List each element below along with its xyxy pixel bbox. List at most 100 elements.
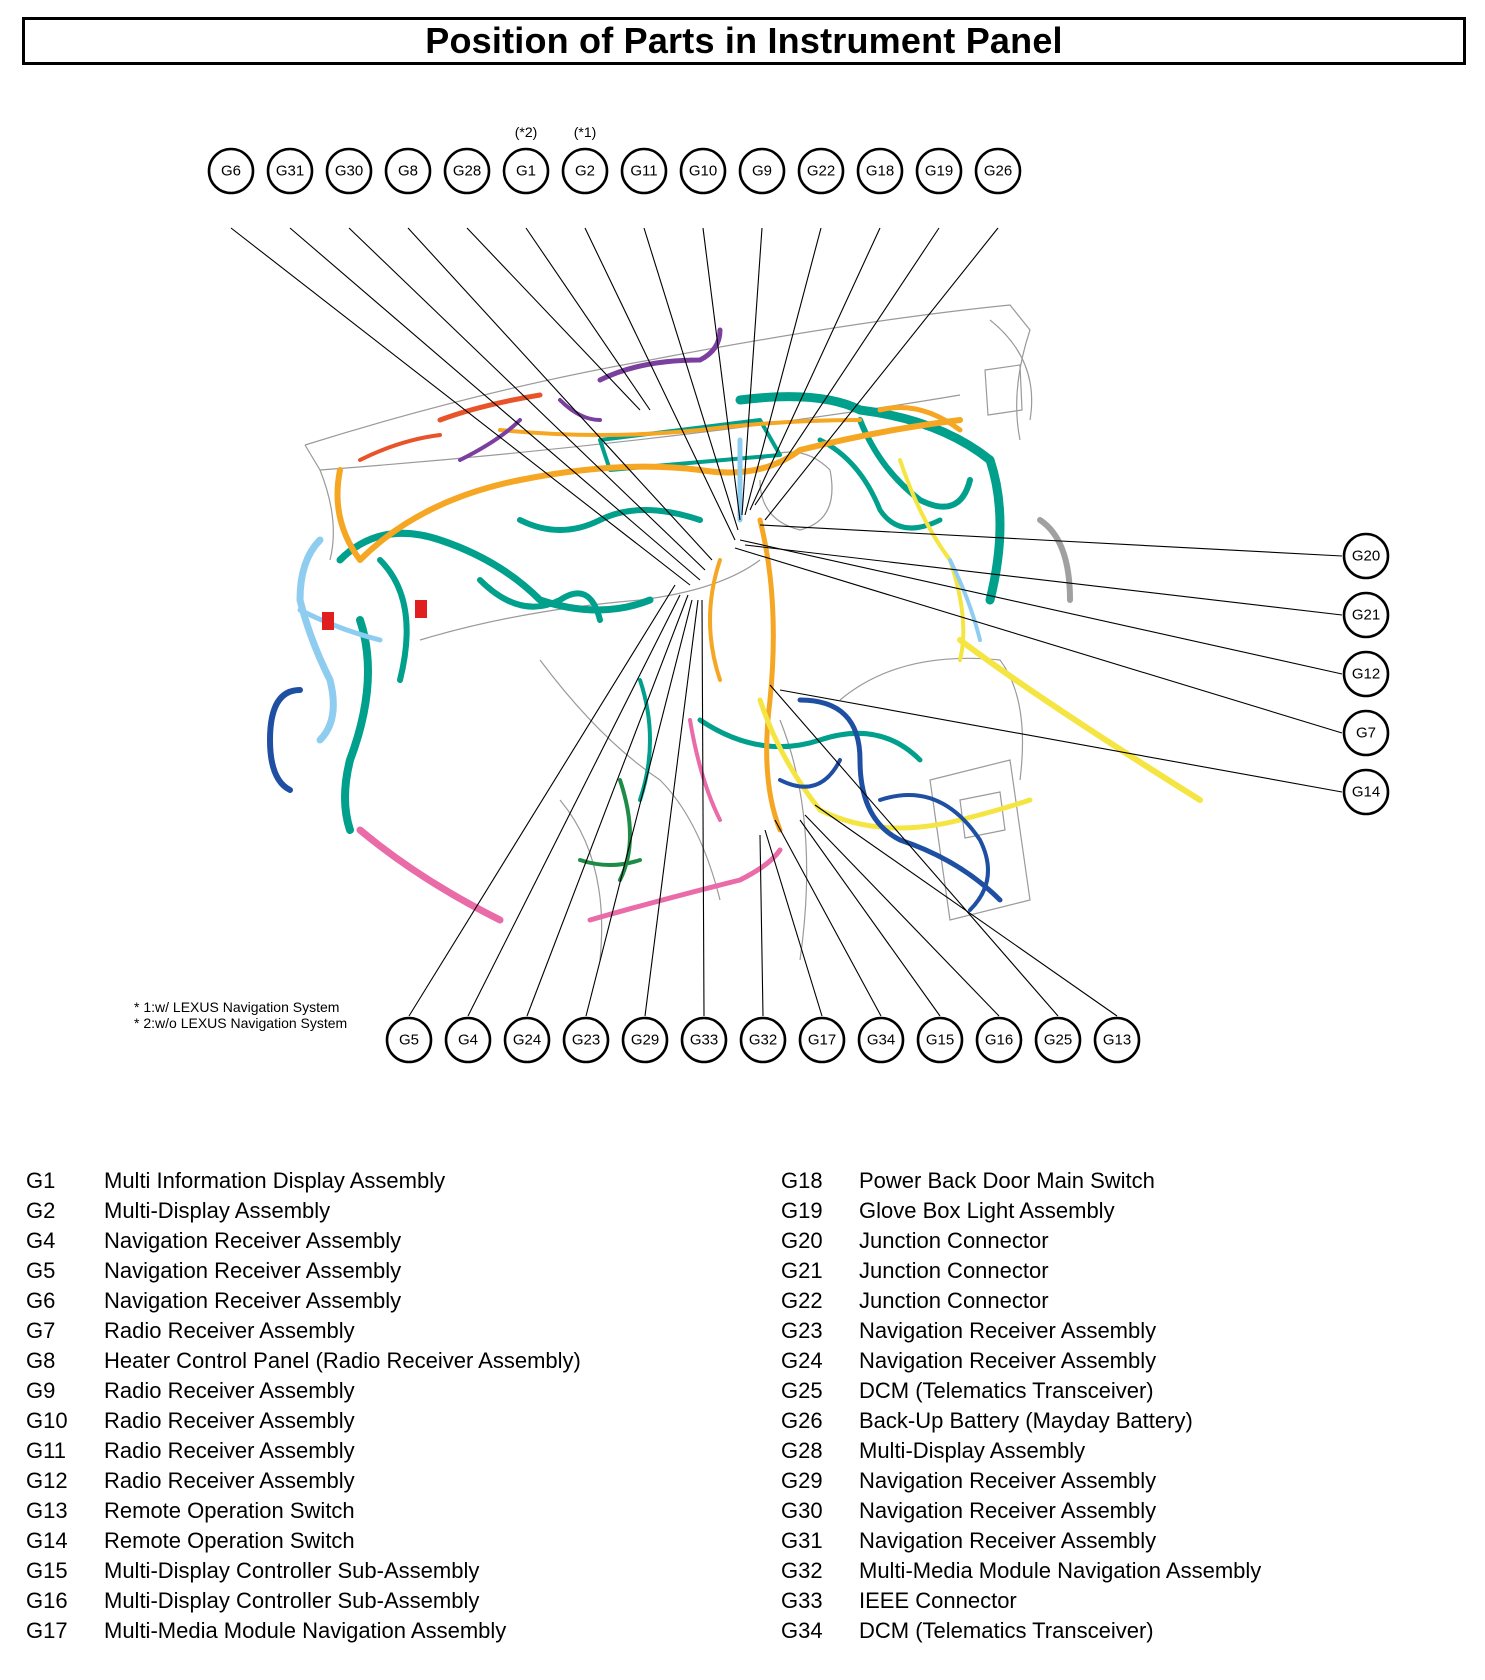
- legend-code: G1: [26, 1168, 56, 1193]
- legend-code: G4: [26, 1228, 56, 1253]
- legend-part-name: Multi-Display Controller Sub-Assembly: [104, 1558, 480, 1583]
- callout-circle: [739, 1016, 787, 1064]
- callout-label: G18: [866, 163, 894, 180]
- legend-row: G1 Multi Information Display Assembly: [26, 1166, 581, 1196]
- legend-part-name: Remote Operation Switch: [104, 1528, 355, 1553]
- leader-line-g23: [585, 599, 693, 1017]
- callout-label: G26: [984, 163, 1012, 180]
- legend-part-name: Multi-Display Controller Sub-Assembly: [104, 1588, 480, 1613]
- callout-label: G28: [453, 163, 481, 180]
- legend-part-name: Navigation Receiver Assembly: [104, 1258, 402, 1283]
- leader-line-g15: [799, 819, 941, 1017]
- footnote: * 1:w/ LEXUS Navigation System: [134, 999, 339, 1015]
- callout-g28: G28: [443, 147, 491, 195]
- leader-line-g16: [804, 814, 1000, 1017]
- callout-g31: G31: [266, 147, 314, 195]
- callout-label: G31: [276, 163, 304, 180]
- callout-label: G15: [926, 1032, 954, 1049]
- callout-g2: G2: [561, 147, 609, 195]
- callout-g4: G4: [444, 1016, 492, 1064]
- callout-g19: G19: [915, 147, 963, 195]
- callout-label: G17: [808, 1032, 836, 1049]
- legend-part-name: Navigation Receiver Assembly: [859, 1468, 1157, 1493]
- callout-label: G21: [1352, 607, 1380, 624]
- legend-code: G33: [781, 1588, 823, 1613]
- legend-part-name: DCM (Telematics Transceiver): [859, 1618, 1154, 1643]
- callout-circle: [1342, 532, 1390, 580]
- legend-code: G30: [781, 1498, 823, 1523]
- callout-g20: G20: [1342, 532, 1390, 580]
- callout-label: G34: [867, 1032, 895, 1049]
- leader-lines: [230, 227, 1343, 1017]
- callout-g11: G11: [620, 147, 668, 195]
- callout-label: G6: [221, 163, 241, 180]
- legend-part-name: Radio Receiver Assembly: [104, 1468, 355, 1493]
- callout-circle: [1342, 650, 1390, 698]
- leader-line-g10: [702, 227, 741, 521]
- legend-part-name: Radio Receiver Assembly: [104, 1408, 355, 1433]
- legend-code: G10: [26, 1408, 68, 1433]
- callout-circle: [266, 147, 314, 195]
- callout-label: G7: [1356, 725, 1376, 742]
- legend-part-name: Radio Receiver Assembly: [104, 1378, 355, 1403]
- legend-code: G20: [781, 1228, 823, 1253]
- callout-label: G14: [1352, 784, 1380, 801]
- callout-g12: G12: [1342, 650, 1390, 698]
- callout-circle: [1342, 591, 1390, 639]
- leader-line-g33: [701, 599, 705, 1017]
- callout-g34: G34: [857, 1016, 905, 1064]
- callout-circle: [1034, 1016, 1082, 1064]
- leader-line-g20: [759, 524, 1343, 557]
- callout-g18: G18: [856, 147, 904, 195]
- leader-line-g6: [230, 227, 691, 586]
- legend-part-name: Navigation Receiver Assembly: [104, 1228, 402, 1253]
- callout-circle: [1342, 768, 1390, 816]
- legend-row: G10 Radio Receiver Assembly: [26, 1406, 581, 1436]
- leader-line-g32: [759, 834, 764, 1017]
- leader-line-g34: [774, 819, 882, 1017]
- legend-part-name: Navigation Receiver Assembly: [859, 1348, 1157, 1373]
- legend-part-name: Multi Information Display Assembly: [104, 1168, 446, 1193]
- callout-g23: G23: [562, 1016, 610, 1064]
- callout-g33: G33: [680, 1016, 728, 1064]
- legend-code: G17: [26, 1618, 68, 1643]
- legend-code: G8: [26, 1348, 56, 1373]
- leader-line-g31: [289, 227, 701, 581]
- leader-line-g12: [739, 539, 1343, 675]
- legend-part-name: IEEE Connector: [859, 1588, 1017, 1613]
- legend-part-name: Multi-Display Assembly: [104, 1198, 331, 1223]
- callout-circle: [502, 147, 550, 195]
- callout-label: G20: [1352, 548, 1380, 565]
- callout-circle: [562, 1016, 610, 1064]
- legend-code: G28: [781, 1438, 823, 1463]
- legend-code: G9: [26, 1378, 56, 1403]
- legend-row: G11 Radio Receiver Assembly: [26, 1436, 581, 1466]
- callout-g16: G16: [975, 1016, 1023, 1064]
- callout-label: G30: [335, 163, 363, 180]
- callout-label: G19: [925, 163, 953, 180]
- callout-g7: G7: [1342, 709, 1390, 757]
- callout-g6: G6: [207, 147, 255, 195]
- title-box: Position of Parts in Instrument Panel: [22, 17, 1466, 65]
- callout-g24: G24: [503, 1016, 551, 1064]
- callout-label: G5: [399, 1032, 419, 1049]
- leader-line-g30: [348, 227, 706, 571]
- leader-line-g8: [407, 227, 713, 561]
- legend-code: G19: [781, 1198, 823, 1223]
- leader-line-g9: [741, 227, 763, 516]
- legend-code: G11: [26, 1438, 66, 1463]
- callout-circle: [974, 147, 1022, 195]
- legend-part-name: Radio Receiver Assembly: [104, 1438, 355, 1463]
